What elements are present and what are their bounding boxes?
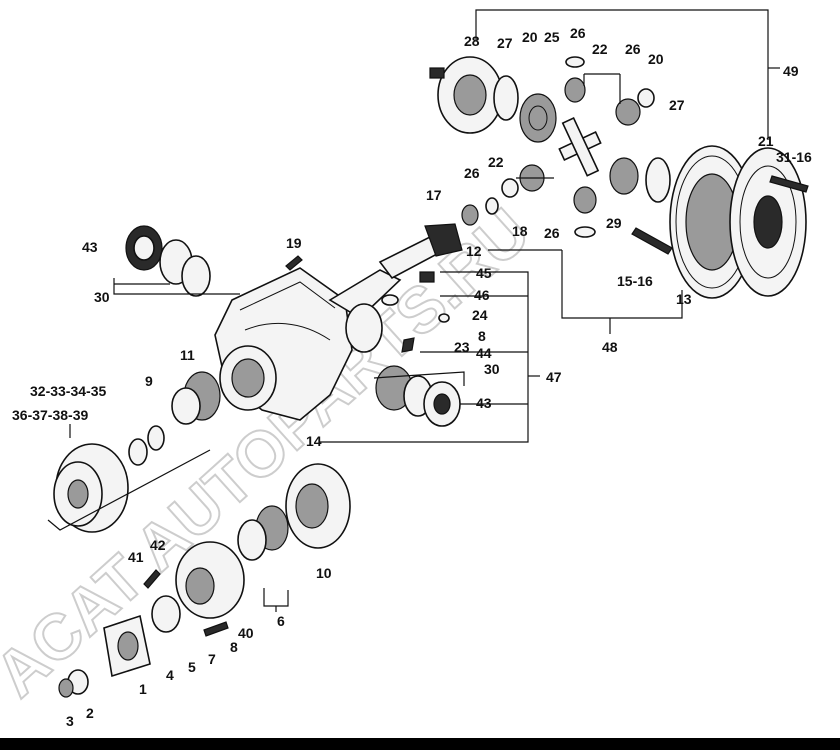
label-24: 24 (472, 307, 488, 323)
label-30b: 30 (484, 361, 500, 377)
label-14: 14 (306, 433, 322, 449)
label-4: 4 (166, 667, 174, 683)
pinion-shaft (378, 223, 463, 280)
housing-cover (345, 303, 383, 353)
label-48: 48 (602, 339, 618, 355)
bearing-43-lower (423, 381, 461, 427)
part-24 (438, 313, 450, 323)
label-9: 9 (145, 373, 153, 389)
label-20a: 20 (522, 29, 538, 45)
label-28: 28 (464, 33, 480, 49)
seal-4 (151, 595, 181, 633)
label-20b: 20 (648, 51, 664, 67)
part-45 (419, 271, 435, 283)
label-25: 25 (544, 29, 560, 45)
leader-lines (47, 9, 780, 612)
spider-cross (558, 117, 602, 177)
side-gear-right (609, 157, 639, 195)
side-gear-left (519, 93, 557, 143)
pinion-washer-18 (485, 197, 499, 215)
pinion-bearing-11 (171, 371, 221, 425)
companion-flange-1 (103, 614, 151, 678)
label-17: 17 (426, 187, 442, 203)
label-11: 11 (180, 347, 195, 363)
bolt-19 (285, 255, 303, 271)
label-45: 45 (476, 265, 492, 281)
label-26c: 26 (464, 165, 480, 181)
label-30a: 30 (94, 289, 110, 305)
bolt-15-16 (631, 227, 673, 255)
label-18: 18 (512, 223, 528, 239)
bolt-31-16 (769, 175, 809, 193)
label-19: 19 (286, 235, 302, 251)
flange-36-39 (53, 443, 129, 533)
diff-case-right (729, 147, 807, 297)
label-27a: 27 (497, 35, 513, 51)
label-41: 41 (128, 549, 144, 565)
seal-9 (147, 425, 165, 451)
planet-gear-right (615, 98, 641, 126)
label-32-35: 32-33-34-35 (30, 383, 106, 399)
hub-10 (285, 463, 351, 549)
part-labels: 28 27 20 25 26 22 26 20 27 49 21 31-16 2… (12, 25, 812, 729)
label-40: 40 (238, 625, 254, 641)
diff-case-left (429, 56, 503, 134)
label-43b: 43 (476, 395, 492, 411)
label-23: 23 (454, 339, 470, 355)
label-44: 44 (476, 345, 492, 361)
washer-26-left (501, 178, 519, 198)
label-26d: 26 (544, 225, 560, 241)
label-27b: 27 (669, 97, 685, 113)
label-13: 13 (676, 291, 692, 307)
nut-3 (58, 678, 74, 698)
axle-housing (214, 267, 402, 421)
washer-26-top (565, 56, 585, 68)
label-49: 49 (783, 63, 799, 79)
pinion-nut-17 (461, 204, 479, 226)
label-21: 21 (758, 133, 774, 149)
label-15-16: 15-16 (617, 273, 653, 289)
part-46 (381, 294, 399, 306)
label-22a: 22 (592, 41, 608, 57)
label-8b: 8 (230, 639, 238, 655)
bolt-41 (143, 569, 161, 589)
label-31-16: 31-16 (776, 149, 812, 165)
bearing-43-upper (125, 225, 163, 271)
label-43a: 43 (82, 239, 98, 255)
label-36-39: 36-37-38-39 (12, 407, 88, 423)
bearing-30-upper (159, 239, 211, 297)
label-29: 29 (606, 215, 622, 231)
bearing-6 (237, 505, 289, 561)
label-6: 6 (277, 613, 285, 629)
label-46: 46 (474, 287, 490, 303)
yoke-flange-5 (175, 541, 245, 619)
ring-32-35 (128, 438, 148, 466)
crown-ring-gear (669, 145, 755, 299)
washer-26-right (637, 88, 655, 108)
label-12: 12 (466, 243, 482, 259)
washer-26-bottom (574, 226, 596, 238)
label-3: 3 (66, 713, 74, 729)
label-8a: 8 (478, 328, 486, 344)
label-5: 5 (188, 659, 196, 675)
label-1: 1 (139, 681, 147, 697)
label-47: 47 (546, 369, 562, 385)
label-22b: 22 (488, 154, 504, 170)
planet-gear-bottom (573, 186, 597, 214)
thrust-washer-left (493, 75, 519, 121)
bottom-border (0, 738, 840, 750)
thrust-washer-right (645, 157, 671, 203)
label-26b: 26 (625, 41, 641, 57)
label-10: 10 (316, 565, 332, 581)
label-26a: 26 (570, 25, 586, 41)
label-7: 7 (208, 651, 216, 667)
label-2: 2 (86, 705, 94, 721)
planet-gear-top (564, 77, 586, 103)
label-42: 42 (150, 537, 166, 553)
part-23 (401, 337, 415, 353)
bolt-7 (203, 621, 229, 637)
